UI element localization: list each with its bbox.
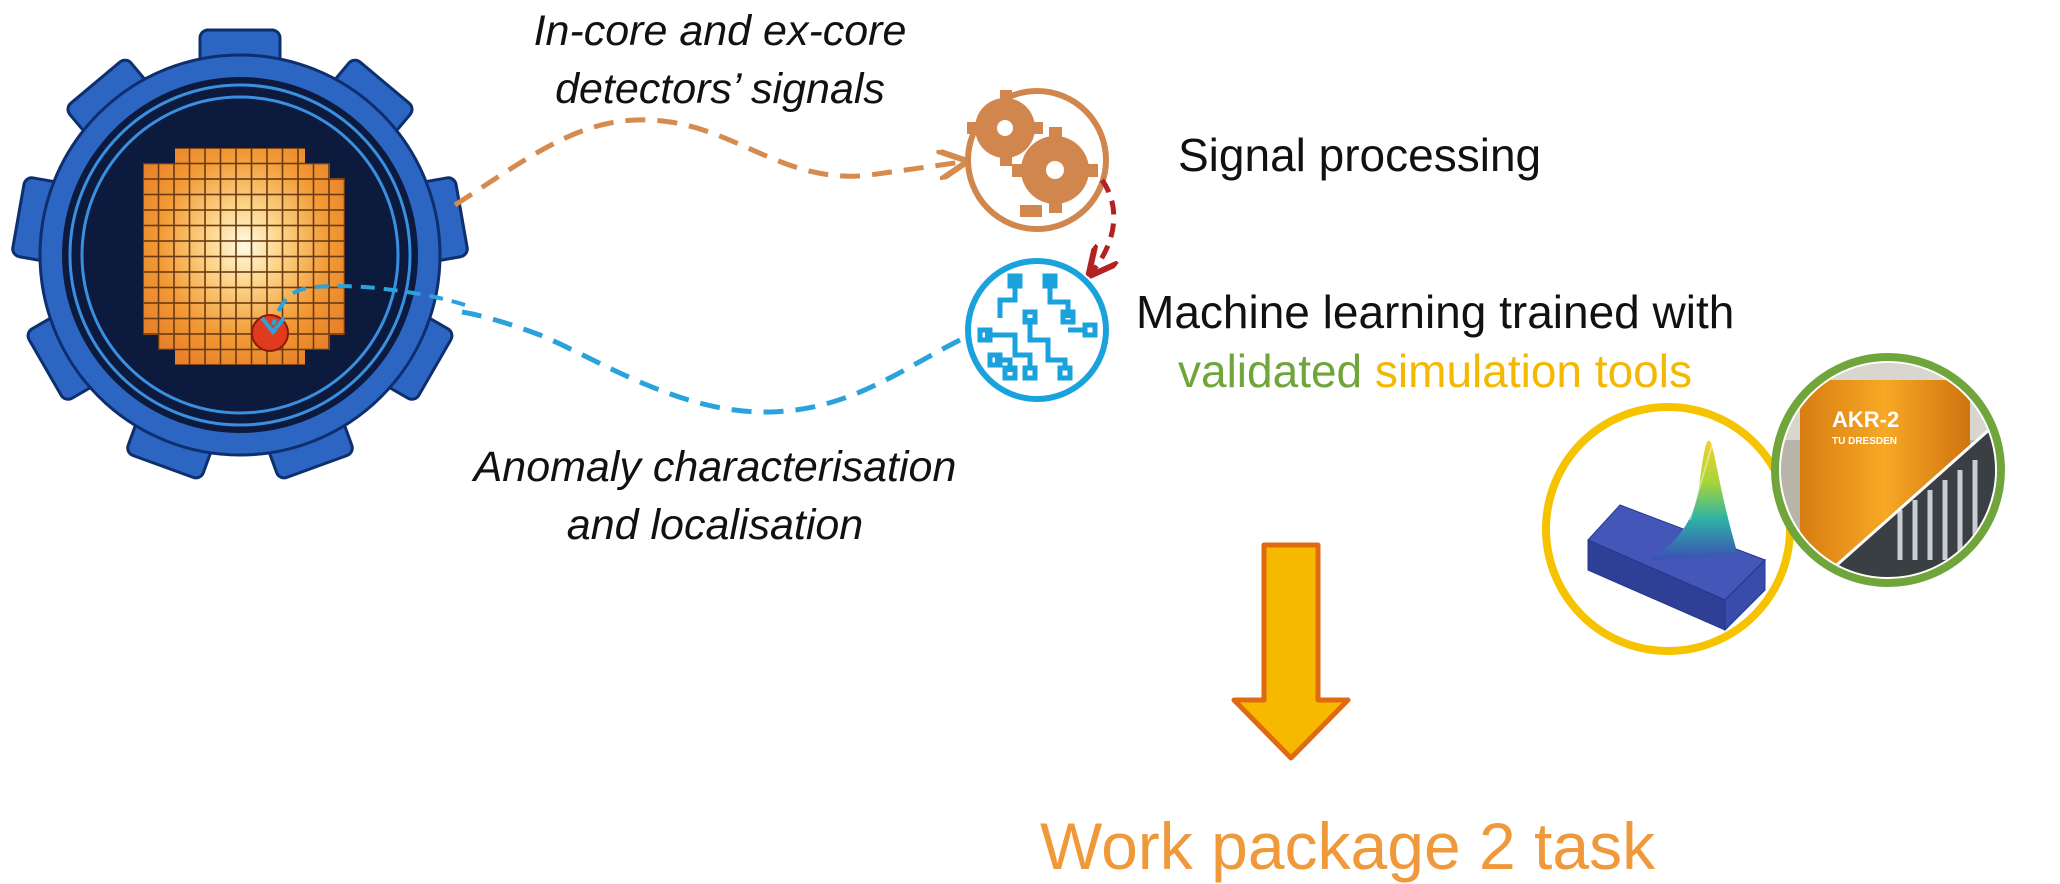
gears-icon xyxy=(965,88,1109,232)
down-arrow-icon xyxy=(1231,542,1351,761)
signal-processing-label: Signal processing xyxy=(1178,129,1542,181)
detector-signal-arrow xyxy=(453,117,962,208)
reactor-photo-label: AKR-2 xyxy=(1832,407,1899,432)
processing-to-ml-arrow xyxy=(1092,178,1114,272)
ml-label-line2: validated simulation tools xyxy=(1178,344,1692,398)
validated-word: validated xyxy=(1178,345,1363,397)
anomaly-feedback-arrow xyxy=(461,309,962,415)
detectors-label-line2: detectors’ signals xyxy=(555,65,885,113)
neural-circuit-icon xyxy=(965,258,1109,402)
work-package-title: Work package 2 task xyxy=(1040,809,1656,883)
anomaly-label-line1: Anomaly characterisation xyxy=(473,443,957,491)
simulation-tools-word: simulation tools xyxy=(1374,345,1692,397)
detectors-label: In-core and ex-core detectors’ signals xyxy=(520,2,920,118)
anomaly-label: Anomaly characterisation and localisatio… xyxy=(470,438,960,554)
flux-3d-plot-icon xyxy=(1542,403,1794,655)
detectors-label-line1: In-core and ex-core xyxy=(533,7,907,55)
reactor-photo-sublabel: TU DRESDEN xyxy=(1832,436,1897,447)
reactor-photo: AKR-2 TU DRESDEN xyxy=(1771,353,2005,587)
anomaly-label-line2: and localisation xyxy=(566,501,864,549)
reactor-core-icon xyxy=(11,28,469,480)
ml-label-line1: Machine learning trained with xyxy=(1136,286,1735,338)
